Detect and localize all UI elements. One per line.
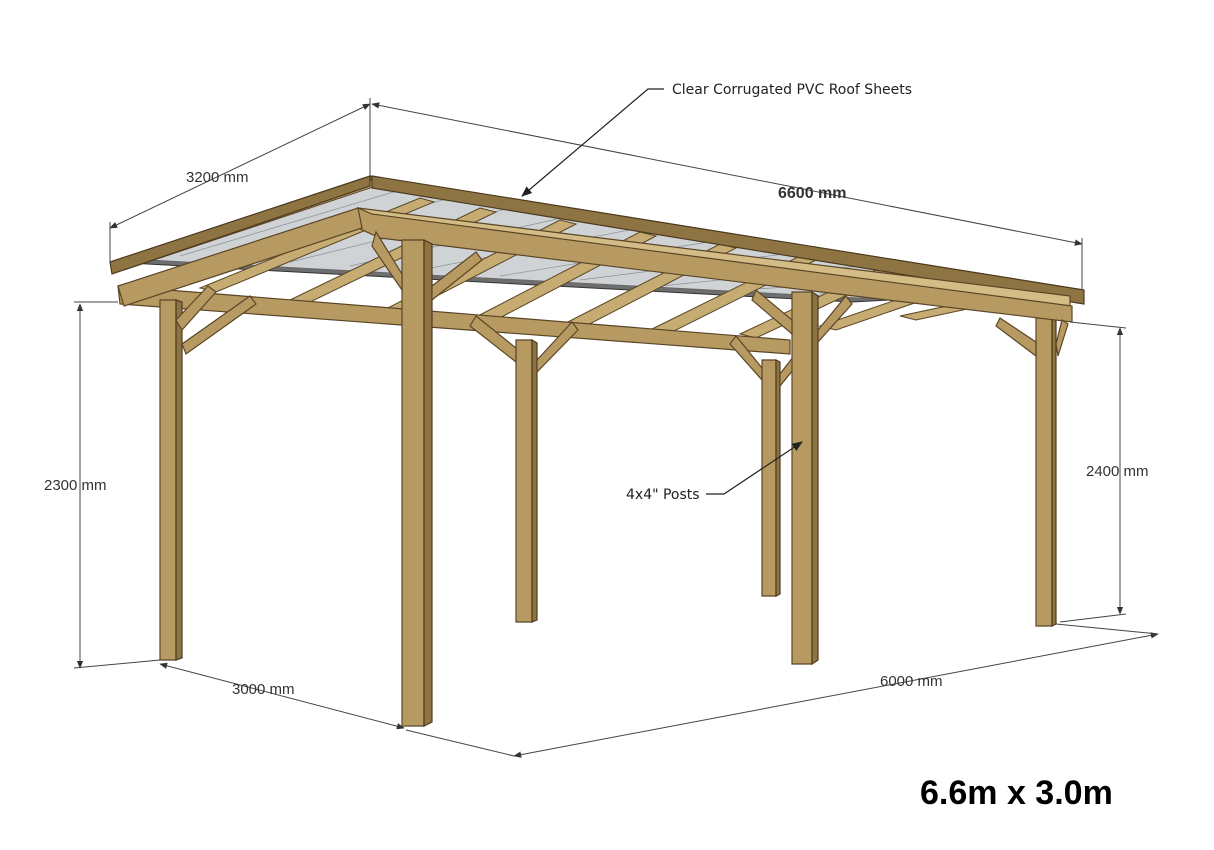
base-depth-label: 3000 mm xyxy=(232,681,295,698)
back-height-label: 2400 mm xyxy=(1086,463,1149,480)
dimension-lines xyxy=(73,98,1159,758)
size-title: 6.6m x 3.0m xyxy=(920,774,1113,812)
back-posts xyxy=(515,317,1057,627)
front-posts xyxy=(159,230,1069,727)
roof-sheets-label: Clear Corrugated PVC Roof Sheets xyxy=(672,82,912,98)
front-height-label: 2300 mm xyxy=(44,477,107,494)
posts-label: 4x4" Posts xyxy=(626,487,700,503)
roof-depth-label: 3200 mm xyxy=(186,169,249,186)
roof-length-label: 6600 mm xyxy=(778,185,847,202)
base-length-label: 6000 mm xyxy=(880,673,943,690)
leader-lines xyxy=(521,88,803,495)
